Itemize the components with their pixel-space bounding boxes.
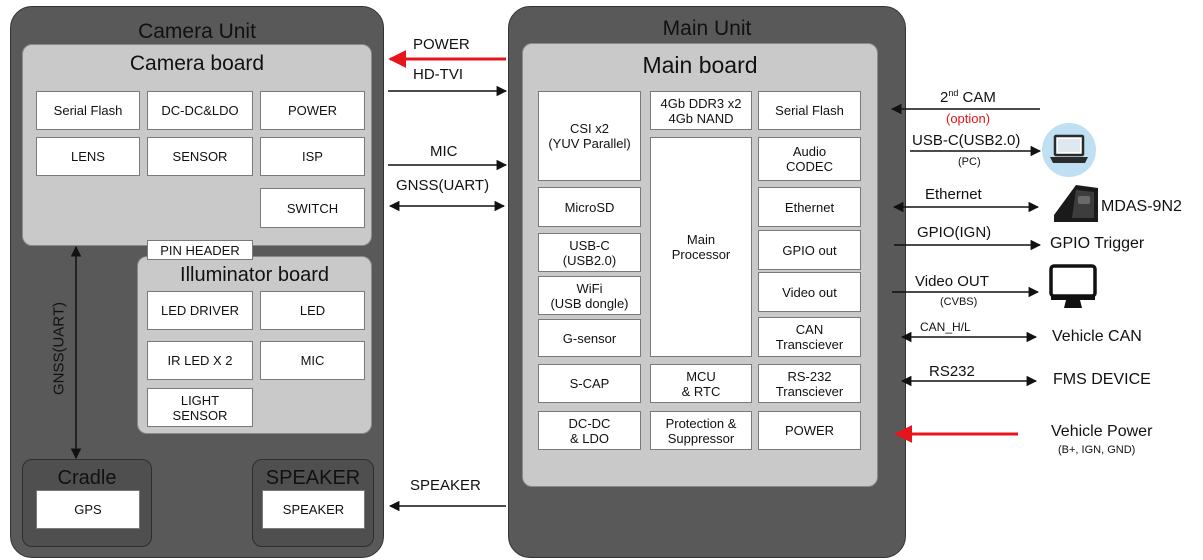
mb-serial-flash: Serial Flash (758, 91, 861, 130)
cam-dcdc-ldo: DC-DC&LDO (147, 91, 253, 130)
power-label: POWER (413, 36, 470, 53)
pc-label: (PC) (958, 156, 981, 168)
mdas-device-icon (1054, 185, 1098, 222)
mb-power: POWER (758, 411, 861, 450)
ill-ir-led: IR LED X 2 (147, 341, 253, 380)
cradle-gps: GPS (36, 490, 140, 529)
mb-audio-codec: Audio CODEC (758, 137, 861, 181)
main-board-title: Main board (642, 52, 758, 78)
mb-csi: CSI x2 (YUV Parallel) (538, 91, 641, 181)
pin-header: PIN HEADER (147, 240, 253, 260)
vehicle-can-label: Vehicle CAN (1052, 328, 1142, 345)
mb-ethernet: Ethernet (758, 187, 861, 227)
mb-microsd: MicroSD (538, 187, 641, 227)
laptop-icon (1042, 123, 1096, 177)
cam-lens: LENS (36, 137, 140, 176)
ill-mic: MIC (260, 341, 365, 380)
camera-unit-title: Camera Unit (138, 20, 256, 43)
speaker-label: SPEAKER (410, 477, 481, 494)
vehicle-power-label: Vehicle Power (1051, 423, 1153, 440)
ill-led: LED (260, 291, 365, 330)
main-unit-title: Main Unit (662, 17, 752, 40)
camera-board-title: Camera board (129, 52, 265, 75)
mb-video-out: Video out (758, 272, 861, 312)
mb-protection: Protection & Suppressor (650, 411, 752, 450)
fms-label: FMS DEVICE (1053, 371, 1151, 388)
gpio-trigger-label: GPIO Trigger (1050, 235, 1145, 252)
gpio-ext-label: GPIO(IGN) (917, 224, 992, 241)
hdtvi-label: HD-TVI (413, 66, 463, 83)
cam-switch: SWITCH (260, 188, 365, 228)
vehicle-power-sub-label: (B+, IGN, GND) (1058, 444, 1136, 456)
mb-dcdc-ldo: DC-DC & LDO (538, 411, 641, 450)
mb-can: CAN Transciever (758, 317, 861, 357)
usbc-ext-label: USB-C(USB2.0) (912, 132, 1021, 149)
speaker-title: SPEAKER (265, 467, 361, 489)
mic-label: MIC (430, 143, 458, 160)
mb-main-processor: Main Processor (650, 137, 752, 357)
mdas-label: MDAS-9N2 (1101, 198, 1182, 215)
cam-serial-flash: Serial Flash (36, 91, 140, 130)
video-out-ext-label: Video OUT (915, 273, 989, 290)
illuminator-board-title: Illuminator board (180, 264, 329, 286)
can-hl-label: CAN_H/L (920, 320, 971, 334)
second-cam-rest: CAM (958, 89, 996, 106)
gnss-label: GNSS(UART) (396, 177, 490, 194)
second-cam-base: 2 (940, 89, 949, 106)
rs232-ext-label: RS232 (929, 363, 975, 380)
ill-light-sensor: LIGHT SENSOR (147, 388, 253, 427)
cradle-title: Cradle (57, 467, 117, 489)
monitor-icon (1049, 264, 1097, 308)
cam-isp: ISP (260, 137, 365, 176)
second-cam-label: 2nd CAM (940, 88, 996, 106)
ill-led-driver: LED DRIVER (147, 291, 253, 330)
mb-usbc: USB-C (USB2.0) (538, 233, 641, 272)
mb-gsensor: G-sensor (538, 319, 641, 357)
mb-mcu-rtc: MCU & RTC (650, 364, 752, 403)
speaker-component: SPEAKER (262, 490, 365, 529)
mb-gpio-out: GPIO out (758, 230, 861, 270)
cam-sensor: SENSOR (147, 137, 253, 176)
cvbs-label: (CVBS) (940, 296, 978, 308)
mb-wifi: WiFi (USB dongle) (538, 276, 641, 315)
mb-rs232: RS-232 Transciever (758, 364, 861, 403)
second-cam-sup: nd (948, 88, 959, 98)
mb-scap: S-CAP (538, 364, 641, 403)
option-label: (option) (946, 111, 991, 126)
ethernet-ext-label: Ethernet (925, 186, 982, 203)
mb-ddr-nand: 4Gb DDR3 x2 4Gb NAND (650, 91, 752, 130)
cam-power: POWER (260, 91, 365, 130)
